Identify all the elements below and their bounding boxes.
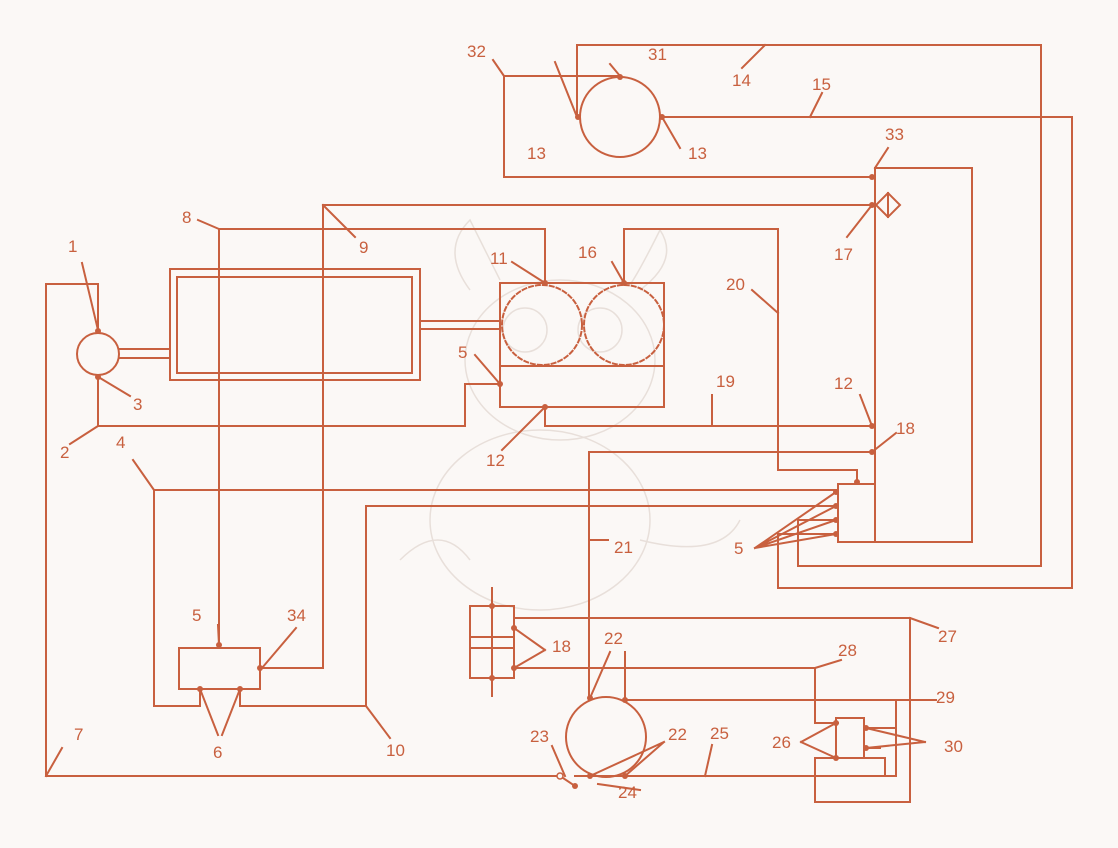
line-2 — [97, 374, 501, 427]
component-twin-housing — [499, 282, 665, 408]
label-11: 11 — [490, 249, 508, 268]
label-8: 8 — [182, 208, 191, 227]
label-12-twin: 12 — [486, 451, 505, 470]
line-20 — [623, 228, 858, 485]
label-1: 1 — [68, 237, 77, 256]
label-21: 21 — [614, 538, 633, 557]
label-26: 26 — [772, 733, 791, 752]
line-4 — [153, 489, 837, 707]
label-16: 16 — [578, 243, 597, 262]
label-5-manifold: 5 — [734, 539, 743, 558]
line-21 — [588, 451, 873, 697]
line-27 — [513, 617, 911, 803]
callout-labels: 1 2 3 4 5 5 5 6 7 8 9 10 11 12 12 13 13 … — [60, 42, 963, 802]
line-28 — [513, 667, 839, 724]
line-9 — [259, 204, 873, 669]
label-13-left: 13 — [527, 144, 546, 163]
component-motor-inner — [176, 276, 413, 374]
label-13-right: 13 — [688, 144, 707, 163]
label-17: 17 — [834, 245, 853, 264]
junction-dots — [95, 74, 875, 789]
line-33 — [874, 167, 973, 543]
component-16-dashed — [583, 284, 665, 366]
label-23: 23 — [530, 727, 549, 746]
component-23-open-contact — [556, 772, 564, 780]
component-31-circle — [579, 76, 661, 158]
label-7: 7 — [74, 725, 83, 744]
circuit-lines — [44, 43, 1073, 803]
line-8 — [218, 228, 546, 646]
line-25 — [574, 757, 886, 777]
label-18-valve: 18 — [552, 637, 571, 656]
shaft-link-right — [419, 320, 501, 330]
label-30: 30 — [944, 737, 963, 756]
label-24: 24 — [618, 783, 637, 802]
label-22-top: 22 — [604, 629, 623, 648]
label-9: 9 — [359, 238, 368, 257]
label-28: 28 — [838, 641, 857, 660]
line-7-loop — [45, 283, 561, 777]
label-15: 15 — [812, 75, 831, 94]
component-26-block — [835, 717, 865, 759]
label-18-right: 18 — [896, 419, 915, 438]
component-motor-outer — [169, 268, 421, 381]
component-1-circle — [76, 332, 120, 376]
label-4: 4 — [116, 433, 125, 452]
component-11-dashed — [501, 284, 583, 366]
label-33: 33 — [885, 125, 904, 144]
shaft-link-left — [118, 348, 171, 359]
label-3: 3 — [133, 395, 142, 414]
component-34-block — [178, 647, 261, 690]
label-2: 2 — [60, 443, 69, 462]
label-31: 31 — [648, 45, 667, 64]
label-14: 14 — [732, 71, 751, 90]
label-25: 25 — [710, 724, 729, 743]
label-19: 19 — [716, 372, 735, 391]
leader-lines — [44, 43, 940, 792]
component-22-circle — [565, 696, 647, 778]
label-6: 6 — [213, 743, 222, 762]
label-34: 34 — [287, 606, 306, 625]
label-5-twin: 5 — [458, 343, 467, 362]
label-22-right: 22 — [668, 725, 687, 744]
label-12-right: 12 — [834, 374, 853, 393]
label-5-block: 5 — [192, 606, 201, 625]
label-29: 29 — [936, 688, 955, 707]
line-19 — [544, 406, 873, 427]
component-5-manifold — [837, 483, 876, 543]
line-15 — [661, 116, 1073, 589]
component-17-filter — [874, 191, 902, 219]
label-20: 20 — [726, 275, 745, 294]
label-27: 27 — [938, 627, 957, 646]
dragon-watermark — [399, 218, 741, 611]
label-32: 32 — [467, 42, 486, 61]
line-10 — [239, 505, 837, 707]
line-29 — [624, 699, 897, 777]
line-14 — [576, 44, 1042, 567]
label-10: 10 — [386, 741, 405, 760]
